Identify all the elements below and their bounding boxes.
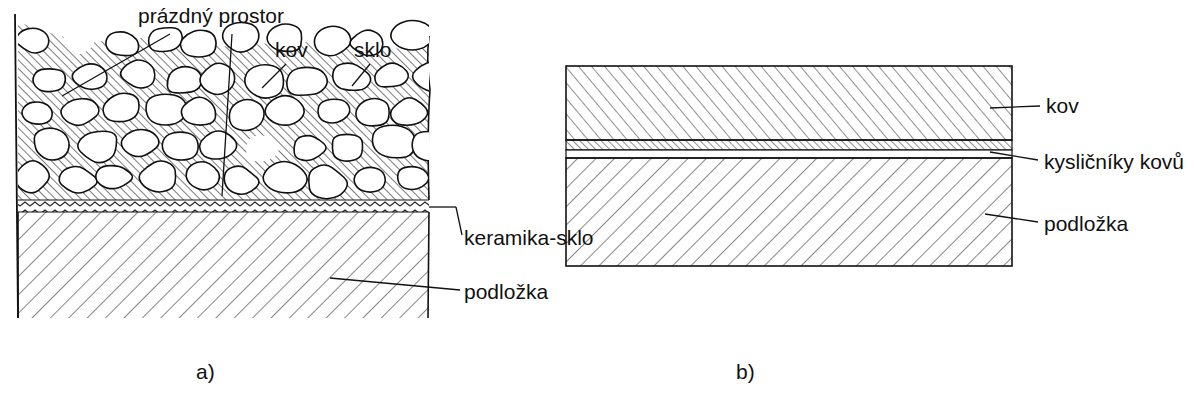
metal-particle <box>412 131 429 161</box>
leader-lines <box>62 34 462 290</box>
part-label: sklo <box>354 38 391 61</box>
metal-particle <box>22 102 52 124</box>
figure-number: b) <box>736 360 755 383</box>
oxide-layer <box>566 140 1012 150</box>
metal-particle <box>287 67 327 95</box>
metal-particle <box>181 30 217 57</box>
metal-particle <box>314 26 350 55</box>
caption-label: prázdný prostor <box>138 4 284 27</box>
substrate-layer <box>18 212 429 318</box>
metal-particle <box>265 96 304 125</box>
metal-particle <box>61 99 99 126</box>
metal-particle <box>63 30 95 54</box>
metal-particle <box>263 161 307 192</box>
leader-lines <box>985 106 1040 222</box>
glass-matrix <box>18 22 429 200</box>
metal-particle <box>34 128 69 160</box>
metal-particle <box>391 98 428 126</box>
metal-particle <box>78 131 117 162</box>
metal-particle <box>181 97 215 125</box>
metal-particle <box>356 99 389 126</box>
part-label: kov <box>275 38 308 61</box>
metal-particle <box>294 136 326 161</box>
metal-particle <box>18 28 49 53</box>
metal-particle <box>121 60 155 88</box>
part-label: keramika-sklo <box>464 226 594 249</box>
metal-particle <box>354 167 385 192</box>
metal-particle <box>309 165 348 199</box>
metal-particle <box>33 69 65 92</box>
metal-particle <box>162 132 198 160</box>
metal-particle <box>103 93 139 121</box>
metal-particle <box>167 67 201 93</box>
metal-particle <box>333 63 371 90</box>
ceramic-glass-layer <box>18 200 429 212</box>
metal-particle <box>318 99 350 123</box>
metal-particle <box>398 167 429 190</box>
metal-particle <box>332 134 362 161</box>
part-label: podložka <box>464 280 548 303</box>
metal-particle <box>18 161 49 193</box>
metal-particle <box>200 131 237 159</box>
part-label: kov <box>1046 94 1079 117</box>
metal-particle <box>186 162 219 190</box>
metal-particle <box>391 21 429 50</box>
metal-particle <box>59 167 97 193</box>
metal-particle <box>375 63 408 87</box>
metal-particle <box>245 65 284 98</box>
part-label: kysličníky kovů <box>1044 150 1184 173</box>
oxide-layer <box>566 150 1012 158</box>
metal-particle <box>106 32 139 56</box>
metal-particles <box>18 21 429 199</box>
metal-particle <box>72 64 107 89</box>
metal-particle <box>149 28 183 52</box>
metal-particle <box>96 166 133 189</box>
figure-number: a) <box>196 360 215 383</box>
metal-particle <box>246 135 279 161</box>
part-label: podložka <box>1044 212 1128 235</box>
metal-particle <box>229 100 264 131</box>
metal-particle <box>121 129 159 156</box>
metal-particle <box>413 62 429 92</box>
metal-particle <box>224 166 259 194</box>
metal-particle <box>372 125 415 158</box>
substrate-layer <box>566 158 1012 266</box>
metal-layer <box>566 66 1012 140</box>
metal-particle <box>139 161 175 192</box>
